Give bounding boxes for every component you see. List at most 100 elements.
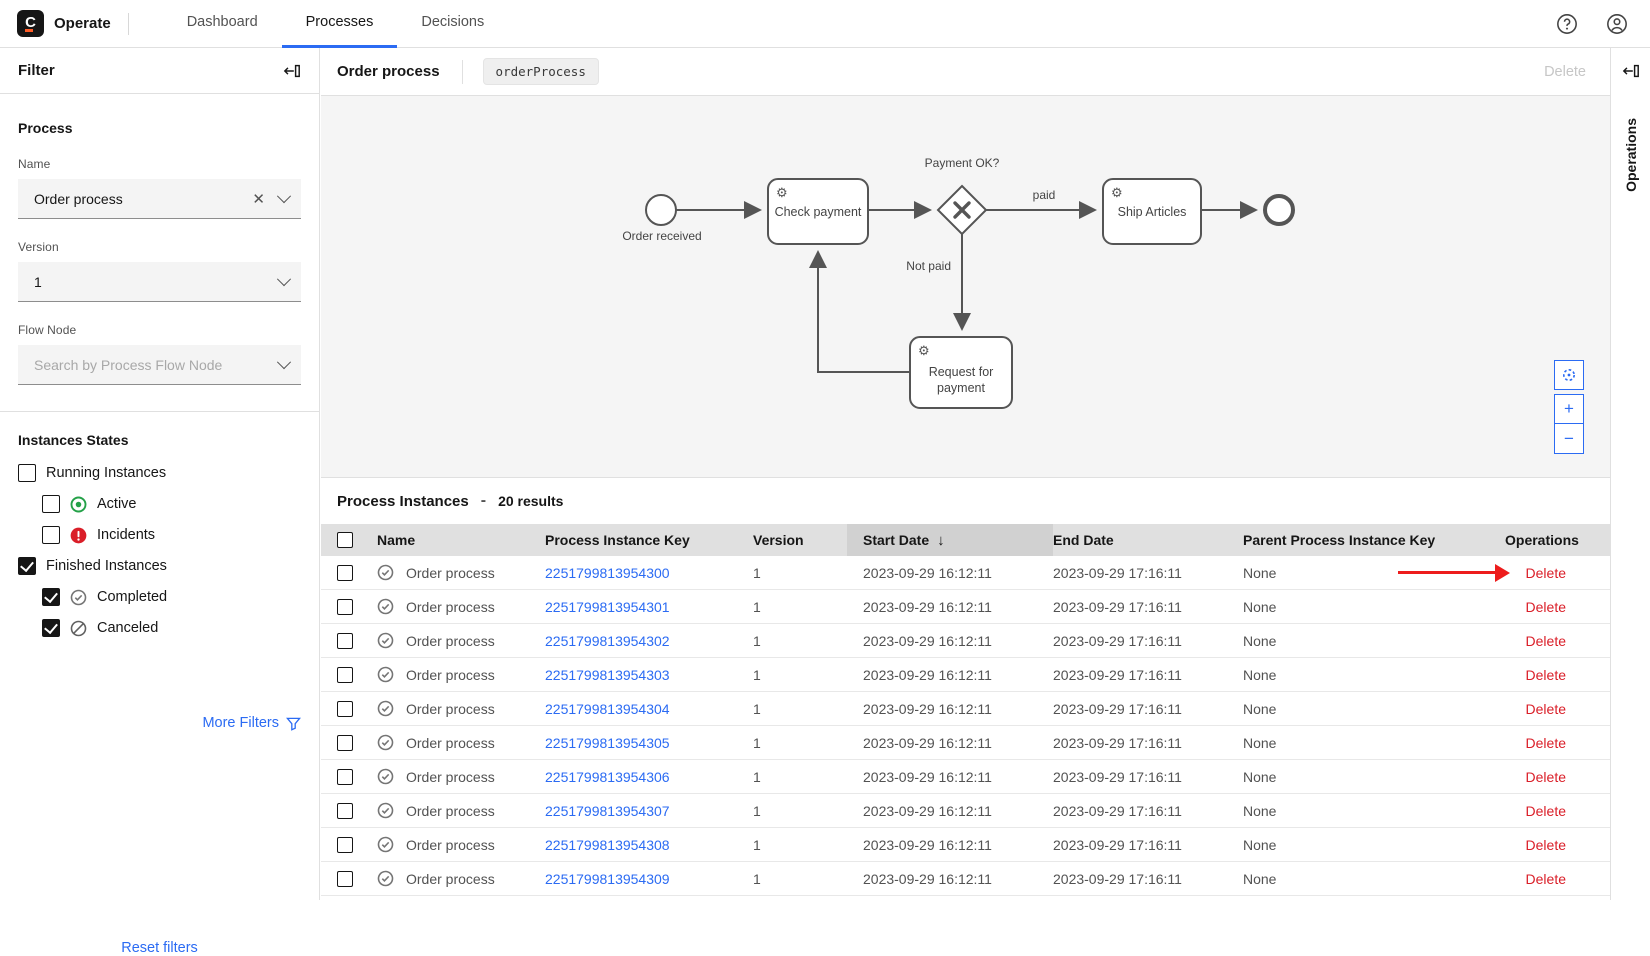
expand-operations-panel-icon[interactable] [1622, 62, 1640, 80]
finished-instances-checkbox[interactable] [18, 557, 36, 575]
clear-selection-icon[interactable]: ✕ [252, 190, 265, 208]
operations-panel-title[interactable]: Operations [1623, 118, 1639, 192]
reset-filters-button[interactable]: Reset filters [0, 940, 319, 956]
process-instance-key-link[interactable]: 2251799813954306 [545, 769, 753, 785]
nav-divider [128, 13, 129, 35]
tab-dashboard[interactable]: Dashboard [163, 0, 282, 48]
filter-panel: Filter Process Name Order process ✕ Vers… [0, 48, 320, 900]
filter-finished-instances: Finished Instances [18, 557, 301, 575]
row-delete-button[interactable]: Delete [1505, 871, 1610, 887]
process-name-select[interactable]: Order process ✕ [18, 179, 301, 219]
row-checkbox[interactable] [337, 803, 353, 819]
reset-view-icon [1561, 367, 1577, 383]
completed-state-icon [377, 870, 394, 887]
row-parent-key: None [1243, 735, 1505, 751]
row-delete-button[interactable]: Delete [1505, 803, 1610, 819]
col-header-key[interactable]: Process Instance Key [545, 532, 753, 548]
completed-checkbox[interactable] [42, 588, 60, 606]
instances-table-body: Order process 2251799813954300 1 2023-09… [321, 556, 1610, 896]
completed-state-icon [377, 836, 394, 853]
row-delete-button[interactable]: Delete [1505, 599, 1610, 615]
row-start-date: 2023-09-29 16:12:11 [863, 701, 1053, 717]
flow-node-select[interactable]: Search by Process Flow Node [18, 345, 301, 385]
row-checkbox[interactable] [337, 871, 353, 887]
user-icon[interactable] [1606, 13, 1628, 35]
row-delete-button[interactable]: Delete [1505, 837, 1610, 853]
col-header-parent-key[interactable]: Parent Process Instance Key [1243, 532, 1505, 548]
row-version: 1 [753, 565, 863, 581]
process-instance-key-link[interactable]: 2251799813954308 [545, 837, 753, 853]
completed-state-icon [377, 598, 394, 615]
end-event[interactable] [1265, 196, 1293, 224]
row-process-name: Order process [406, 735, 495, 751]
tab-decisions[interactable]: Decisions [397, 0, 508, 48]
col-header-end-date[interactable]: End Date [1053, 532, 1243, 548]
select-all-checkbox[interactable] [337, 532, 353, 548]
incidents-checkbox[interactable] [42, 526, 60, 544]
process-instance-key-link[interactable]: 2251799813954307 [545, 803, 753, 819]
chevron-down-icon [277, 355, 291, 369]
row-delete-button[interactable]: Delete [1505, 735, 1610, 751]
row-start-date: 2023-09-29 16:12:11 [863, 735, 1053, 751]
help-icon[interactable] [1556, 13, 1578, 35]
task-ship-articles-label: Ship Articles [1118, 205, 1187, 219]
filter-funnel-icon [286, 716, 301, 731]
row-end-date: 2023-09-29 17:16:11 [1053, 769, 1243, 785]
row-delete-button[interactable]: Delete [1505, 667, 1610, 683]
process-instance-key-link[interactable]: 2251799813954304 [545, 701, 753, 717]
row-process-name: Order process [406, 667, 495, 683]
process-instance-key-link[interactable]: 2251799813954302 [545, 633, 753, 649]
task-check-payment-label: Check payment [775, 205, 862, 219]
row-checkbox[interactable] [337, 769, 353, 785]
row-checkbox[interactable] [337, 565, 353, 581]
more-filters-button[interactable]: More Filters [202, 715, 301, 731]
row-checkbox[interactable] [337, 633, 353, 649]
col-header-start-date[interactable]: Start Date ↓ [847, 524, 1053, 556]
zoom-in-button[interactable]: + [1554, 394, 1584, 424]
active-checkbox[interactable] [42, 495, 60, 513]
process-instance-key-link[interactable]: 2251799813954305 [545, 735, 753, 751]
delete-process-button-disabled[interactable]: Delete [1544, 64, 1586, 80]
row-delete-button[interactable]: Delete [1505, 565, 1610, 581]
col-header-operations: Operations [1505, 532, 1623, 548]
row-checkbox[interactable] [337, 837, 353, 853]
process-instance-key-link[interactable]: 2251799813954303 [545, 667, 753, 683]
row-checkbox[interactable] [337, 667, 353, 683]
row-checkbox[interactable] [337, 599, 353, 615]
tab-processes[interactable]: Processes [282, 0, 398, 48]
row-checkbox[interactable] [337, 735, 353, 751]
running-instances-checkbox[interactable] [18, 464, 36, 482]
row-process-name: Order process [406, 599, 495, 615]
filter-active: Active [42, 495, 301, 513]
diagram-reset-view-button[interactable] [1554, 360, 1584, 390]
instances-title: Process Instances [337, 493, 469, 510]
process-instance-key-link[interactable]: 2251799813954301 [545, 599, 753, 615]
start-event[interactable] [646, 195, 676, 225]
filter-running-instances: Running Instances [18, 464, 301, 482]
collapse-panel-icon[interactable] [283, 62, 301, 80]
table-row: Order process 2251799813954309 1 2023-09… [321, 862, 1610, 896]
row-checkbox[interactable] [337, 701, 353, 717]
camunda-logo-icon[interactable]: C [17, 10, 44, 37]
row-delete-button[interactable]: Delete [1505, 769, 1610, 785]
process-instance-key-link[interactable]: 2251799813954300 [545, 565, 753, 581]
row-end-date: 2023-09-29 17:16:11 [1053, 837, 1243, 853]
process-title: Order process [337, 63, 440, 80]
row-delete-button[interactable]: Delete [1505, 633, 1610, 649]
row-delete-button[interactable]: Delete [1505, 701, 1610, 717]
active-label: Active [97, 496, 137, 512]
filter-incidents: Incidents [42, 526, 301, 544]
zoom-out-button[interactable]: − [1554, 424, 1584, 454]
canceled-checkbox[interactable] [42, 619, 60, 637]
canceled-label: Canceled [97, 620, 158, 636]
completed-state-icon [377, 802, 394, 819]
process-instance-key-link[interactable]: 2251799813954309 [545, 871, 753, 887]
running-instances-label: Running Instances [46, 465, 166, 481]
instances-heading: Process Instances - 20 results [321, 478, 1610, 524]
process-id-badge: orderProcess [483, 58, 599, 85]
bpmn-diagram[interactable]: Order received ⚙ Check payment Payment O… [321, 96, 1610, 478]
completed-state-icon [377, 564, 394, 581]
version-select[interactable]: 1 [18, 262, 301, 302]
col-header-name[interactable]: Name [377, 532, 545, 548]
filter-canceled: Canceled [42, 619, 301, 637]
